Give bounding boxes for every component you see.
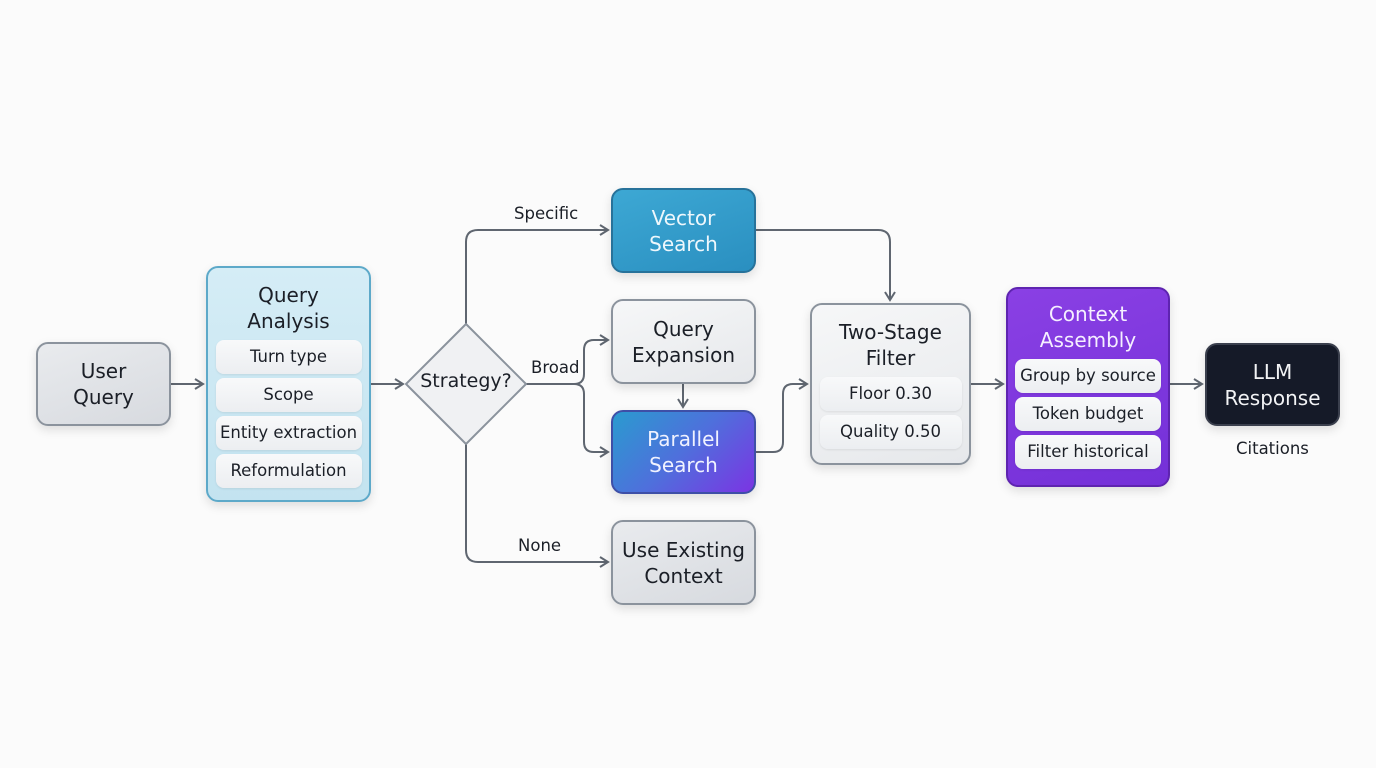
node-query-expansion: Query Expansion (611, 299, 756, 384)
node-title: Vector Search (649, 205, 718, 256)
edge-vector-to-filter (756, 229, 896, 302)
edge-strategy-to-vector (465, 224, 610, 324)
analysis-steps: Turn type Scope Entity extraction Reform… (208, 340, 369, 488)
filter-stage-quality: Quality 0.50 (819, 415, 962, 449)
assembly-step-filter-historical: Filter historical (1015, 435, 1161, 469)
filter-stage-floor: Floor 0.30 (819, 377, 962, 411)
analysis-step-turn-type: Turn type (215, 340, 362, 374)
node-two-stage-filter: Two-Stage Filter Floor 0.30 Quality 0.50 (810, 303, 971, 465)
node-query-analysis: Query Analysis Turn type Scope Entity ex… (206, 266, 371, 502)
node-context-assembly: Context Assembly Group by source Token b… (1006, 287, 1170, 487)
node-title: Query Expansion (632, 316, 735, 367)
node-vector-search: Vector Search (611, 188, 756, 273)
node-user-query: User Query (36, 342, 171, 426)
node-llm-response: LLM Response (1205, 343, 1340, 426)
edge-label-specific: Specific (514, 204, 579, 223)
node-title: Context Assembly (1039, 302, 1137, 352)
edge-strategy-to-parallel (573, 383, 610, 458)
analysis-step-scope: Scope (215, 378, 362, 412)
edge-label-none: None (518, 536, 562, 555)
node-title: Parallel Search (647, 427, 720, 477)
node-title: User Query (73, 359, 134, 409)
assembly-step-token-budget: Token budget (1015, 397, 1161, 431)
edge-label-broad: Broad (531, 358, 580, 377)
node-parallel-search: Parallel Search (611, 410, 756, 494)
llm-response-caption: Citations (1236, 439, 1309, 458)
node-title: Query Analysis (247, 283, 330, 333)
node-title: Two-Stage Filter (839, 320, 942, 370)
filter-stages: Floor 0.30 Quality 0.50 (812, 377, 969, 449)
edge-parallel-to-filter (756, 378, 809, 453)
node-title: LLM Response (1224, 359, 1321, 410)
assembly-steps: Group by source Token budget Filter hist… (1008, 359, 1168, 469)
strategy-decision-label: Strategy? (420, 370, 512, 392)
assembly-step-group-by-source: Group by source (1015, 359, 1161, 393)
node-title: Use Existing Context (622, 537, 745, 588)
analysis-step-entity-extraction: Entity extraction (215, 416, 362, 450)
node-use-existing-context: Use Existing Context (611, 520, 756, 605)
analysis-step-reformulation: Reformulation (215, 454, 362, 488)
